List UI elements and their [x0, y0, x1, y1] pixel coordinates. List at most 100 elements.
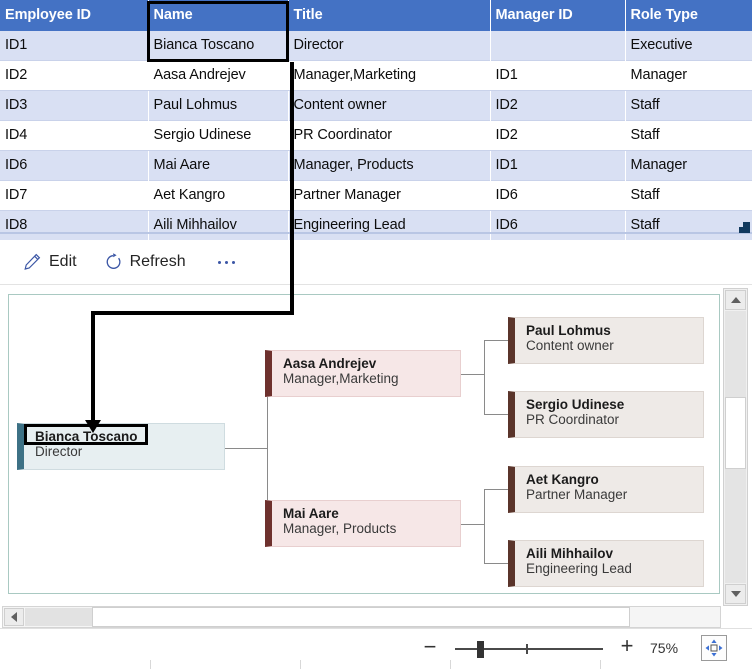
cell-manager-id[interactable]: ID2 — [490, 120, 626, 151]
column-header-name[interactable]: Name — [148, 0, 289, 31]
org-node-aili-mihhailov[interactable]: Aili Mihhailov Engineering Lead — [508, 540, 704, 587]
org-node-name: Bianca Toscano — [35, 429, 138, 444]
cell-name[interactable]: Bianca Toscano — [148, 31, 289, 61]
column-header-manager-id[interactable]: Manager ID — [490, 0, 626, 31]
table-resize-handle[interactable] — [739, 222, 750, 233]
table-row[interactable]: ID1 Bianca Toscano Director Executive — [0, 31, 752, 61]
table-row[interactable]: ID8 Aili Mihhailov Engineering Lead ID6 … — [0, 210, 752, 240]
cell-title[interactable]: PR Coordinator — [288, 120, 491, 151]
table-row[interactable]: ID7 Aet Kangro Partner Manager ID6 Staff — [0, 180, 752, 211]
edit-button[interactable]: Edit — [14, 248, 85, 276]
callout-arrowhead-icon — [85, 420, 101, 433]
zoom-slider-rail — [455, 648, 603, 650]
horizontal-scroll-track[interactable] — [25, 608, 92, 626]
column-header-title[interactable]: Title — [288, 0, 491, 31]
cell-manager-id[interactable] — [490, 31, 626, 61]
zoom-out-button[interactable]: − — [423, 634, 437, 659]
cell-title[interactable]: Content owner — [288, 90, 491, 121]
column-header-role-type[interactable]: Role Type — [625, 0, 752, 31]
org-node-name: Sergio Udinese — [526, 397, 625, 412]
org-node-name: Mai Aare — [283, 506, 339, 521]
callout-leader-segment-horizontal — [91, 311, 294, 315]
refresh-button[interactable]: Refresh — [95, 248, 194, 276]
callout-leader-segment-vertical-top — [290, 62, 294, 315]
cell-name[interactable]: Aet Kangro — [148, 180, 289, 211]
org-node-paul-lohmus[interactable]: Paul Lohmus Content owner — [508, 317, 704, 364]
pencil-icon — [22, 252, 42, 272]
org-node-aet-kangro[interactable]: Aet Kangro Partner Manager — [508, 466, 704, 513]
cell-role-type[interactable]: Staff — [625, 90, 752, 121]
status-bar-dividers — [0, 660, 752, 669]
chart-vertical-scrollbar[interactable] — [723, 288, 748, 606]
org-node-mai-aare[interactable]: Mai Aare Manager, Products — [265, 500, 461, 547]
scroll-down-button[interactable] — [725, 584, 746, 604]
cell-role-type[interactable]: Executive — [625, 31, 752, 61]
cell-manager-id[interactable]: ID6 — [490, 210, 626, 240]
cell-employee-id[interactable]: ID7 — [0, 180, 149, 211]
chart-horizontal-scrollbar[interactable] — [2, 606, 721, 628]
triangle-up-icon — [730, 297, 741, 303]
cell-role-type[interactable]: Staff — [625, 210, 752, 240]
table-row[interactable]: ID4 Sergio Udinese PR Coordinator ID2 St… — [0, 120, 752, 151]
cell-employee-id[interactable]: ID1 — [0, 31, 149, 61]
org-chart-canvas[interactable]: Bianca Toscano Director Aasa Andrejev Ma… — [8, 294, 720, 594]
cell-employee-id[interactable]: ID8 — [0, 210, 149, 240]
triangle-down-icon — [730, 591, 741, 597]
cell-manager-id[interactable]: ID1 — [490, 150, 626, 181]
zoom-slider[interactable] — [455, 639, 603, 659]
cell-title[interactable]: Director — [288, 31, 491, 61]
column-header-employee-id[interactable]: Employee ID — [0, 0, 149, 31]
cell-title[interactable]: Partner Manager — [288, 180, 491, 211]
cell-manager-id[interactable]: ID2 — [490, 90, 626, 121]
org-node-title: Engineering Lead — [526, 561, 632, 576]
scroll-left-button[interactable] — [4, 608, 24, 626]
table-bottom-rule — [0, 232, 752, 234]
org-node-name: Aet Kangro — [526, 472, 599, 487]
connector-root-spine — [267, 374, 268, 524]
cell-manager-id[interactable]: ID6 — [490, 180, 626, 211]
cell-title[interactable]: Engineering Lead — [288, 210, 491, 240]
cell-role-type[interactable]: Manager — [625, 150, 752, 181]
connector-manager-1-spine — [484, 340, 485, 415]
zoom-slider-tick — [526, 644, 528, 654]
org-node-bianca-toscano[interactable]: Bianca Toscano Director — [17, 423, 225, 470]
cell-name[interactable]: Paul Lohmus — [148, 90, 289, 121]
refresh-icon — [103, 252, 123, 272]
vertical-scroll-thumb[interactable] — [725, 397, 746, 469]
cell-role-type[interactable]: Staff — [625, 180, 752, 211]
connector-manager-2-stem — [459, 524, 485, 525]
cell-name[interactable]: Aili Mihhailov — [148, 210, 289, 240]
cell-name[interactable]: Aasa Andrejev — [148, 60, 289, 91]
zoom-bar: − + 75% — [0, 628, 752, 670]
org-node-title: PR Coordinator — [526, 412, 620, 427]
zoom-in-button[interactable]: + — [620, 633, 634, 658]
cell-employee-id[interactable]: ID6 — [0, 150, 149, 181]
horizontal-scroll-thumb[interactable] — [92, 607, 630, 627]
table-row[interactable]: ID2 Aasa Andrejev Manager,Marketing ID1 … — [0, 60, 752, 91]
cell-title[interactable]: Manager, Products — [288, 150, 491, 181]
fit-to-screen-button[interactable] — [701, 635, 727, 661]
scroll-up-button[interactable] — [725, 290, 746, 310]
cell-employee-id[interactable]: ID3 — [0, 90, 149, 121]
zoom-slider-knob[interactable] — [477, 641, 484, 658]
org-node-title: Manager, Products — [283, 521, 397, 536]
connector-to-staff-4 — [484, 563, 510, 564]
cell-name[interactable]: Mai Aare — [148, 150, 289, 181]
cell-role-type[interactable]: Staff — [625, 120, 752, 151]
cell-title[interactable]: Manager,Marketing — [288, 60, 491, 91]
org-node-name: Aasa Andrejev — [283, 356, 377, 371]
cell-employee-id[interactable]: ID4 — [0, 120, 149, 151]
org-node-aasa-andrejev[interactable]: Aasa Andrejev Manager,Marketing — [265, 350, 461, 397]
connector-root-stem — [224, 448, 268, 449]
cell-employee-id[interactable]: ID2 — [0, 60, 149, 91]
org-node-title: Manager,Marketing — [283, 371, 399, 386]
cell-manager-id[interactable]: ID1 — [490, 60, 626, 91]
org-node-title: Content owner — [526, 338, 614, 353]
table-row[interactable]: ID3 Paul Lohmus Content owner ID2 Staff — [0, 90, 752, 121]
org-node-name: Paul Lohmus — [526, 323, 611, 338]
cell-role-type[interactable]: Manager — [625, 60, 752, 91]
org-node-sergio-udinese[interactable]: Sergio Udinese PR Coordinator — [508, 391, 704, 438]
cell-name[interactable]: Sergio Udinese — [148, 120, 289, 151]
table-row[interactable]: ID6 Mai Aare Manager, Products ID1 Manag… — [0, 150, 752, 181]
ellipsis-icon[interactable] — [208, 255, 245, 270]
